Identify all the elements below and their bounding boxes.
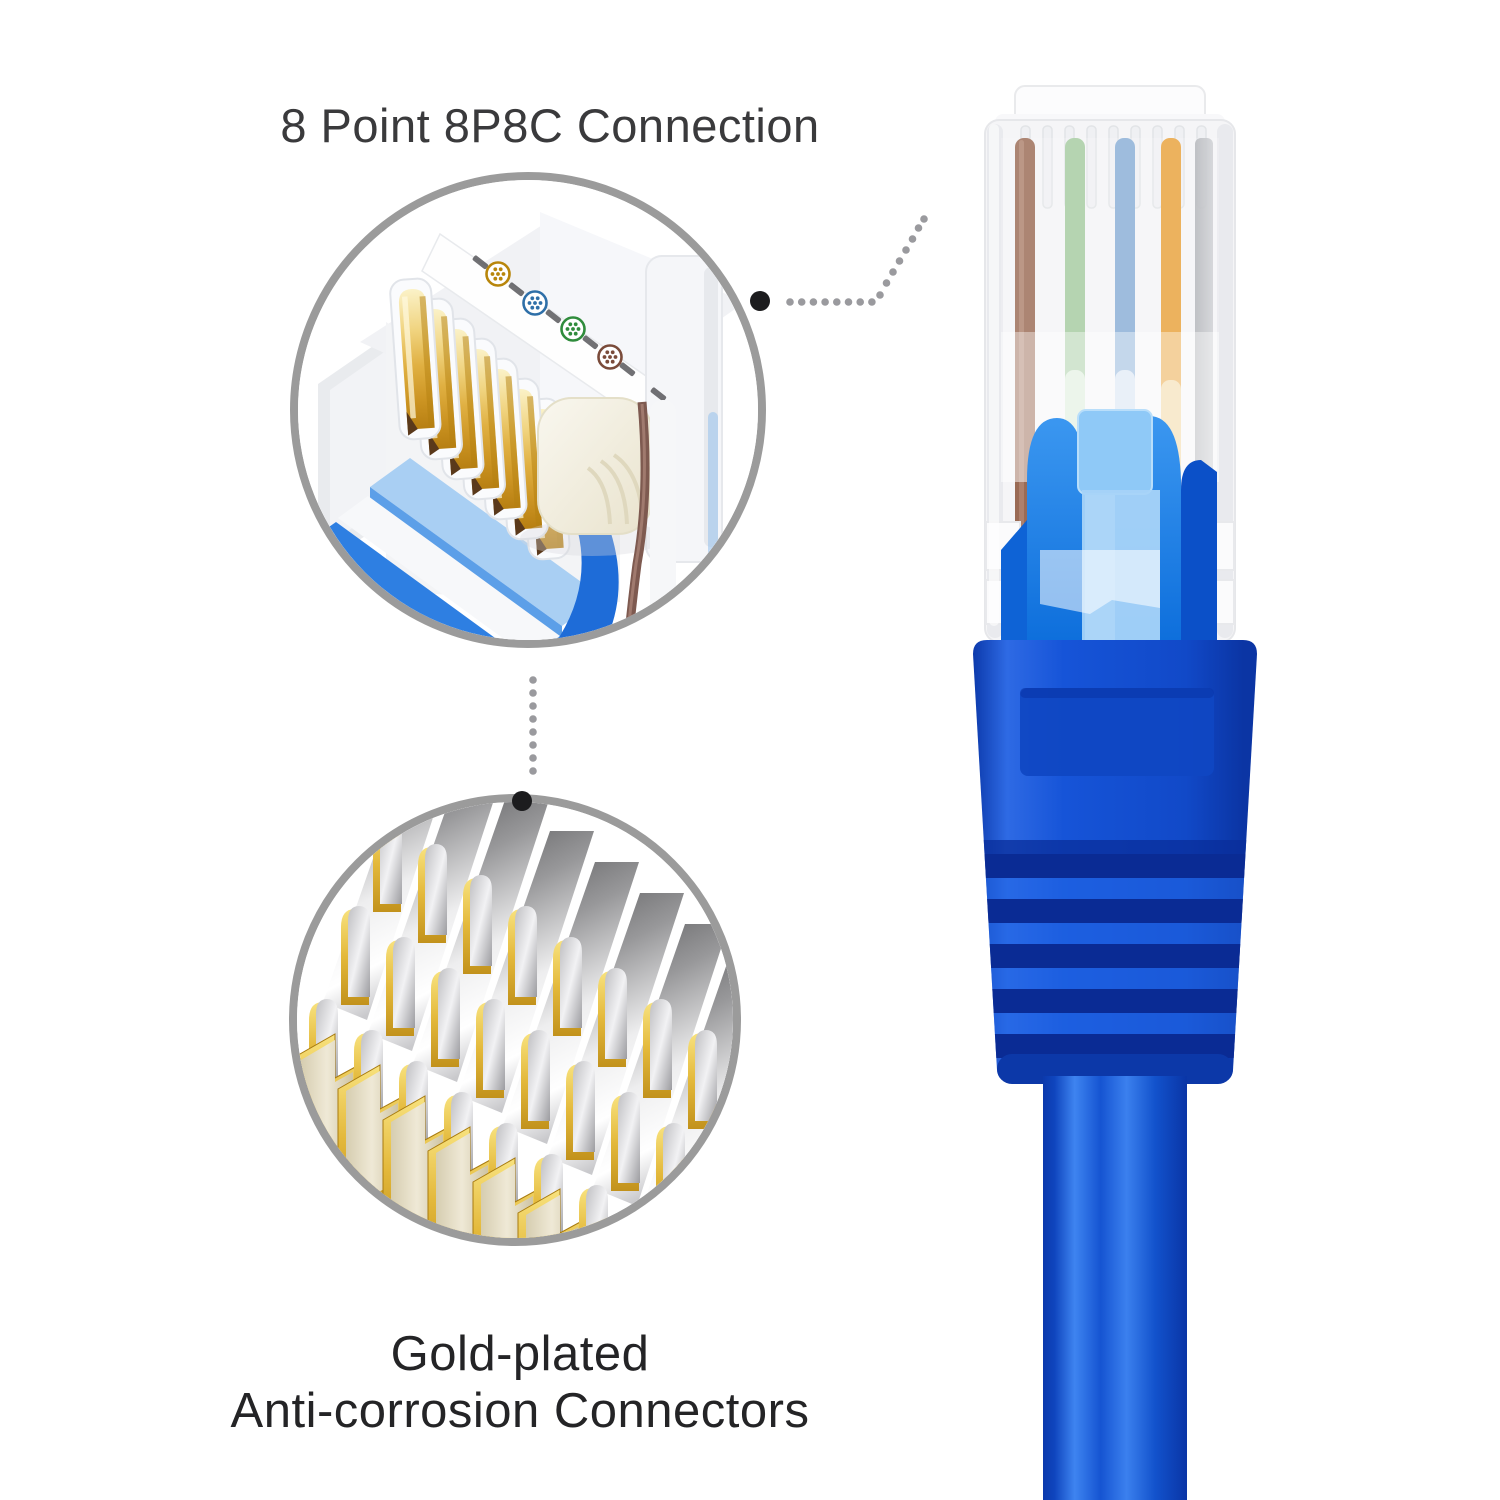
- ethernet-cable-illustration: [973, 85, 1257, 1500]
- leader-anchor-dot: [750, 291, 770, 311]
- gold-pins-illustration: [297, 802, 733, 1238]
- cable-cord: [997, 1054, 1233, 1500]
- brown-wire-dot: [597, 344, 623, 370]
- bottom-caption-line2: Anti-corrosion Connectors: [230, 1384, 810, 1438]
- leader-anchor-dot: [512, 791, 532, 811]
- rj45-plug-housing: [984, 85, 1236, 643]
- top-caption: 8 Point 8P8C Connection: [280, 99, 820, 152]
- callout-circle-gold-pins: [289, 794, 741, 1246]
- bottom-caption-line1: Gold-plated: [390, 1327, 650, 1381]
- pin-slot-ticks: [472, 255, 667, 402]
- plug-latch: [1077, 409, 1153, 495]
- cable-entry-block: [520, 397, 676, 640]
- leader-line-vertical: [512, 676, 537, 811]
- strain-relief-boot: [973, 640, 1257, 1082]
- boot-ribs: [973, 840, 1257, 1058]
- rj45-internal-illustration: [298, 180, 758, 640]
- blue-cable-steps: [298, 458, 619, 640]
- bottom-caption: Gold-plated Anti-corrosion Connectors: [170, 1326, 870, 1440]
- orange-wire-dot: [485, 261, 511, 287]
- callout-circle-connector-detail: [290, 172, 766, 648]
- wire-cross-sections: [485, 261, 623, 370]
- leader-line-top: [750, 215, 928, 311]
- blue-jacket-inside-plug: [1001, 409, 1217, 640]
- blue-wire-dot: [522, 290, 548, 316]
- boot-panel: [1020, 688, 1214, 776]
- green-wire-dot: [560, 316, 586, 342]
